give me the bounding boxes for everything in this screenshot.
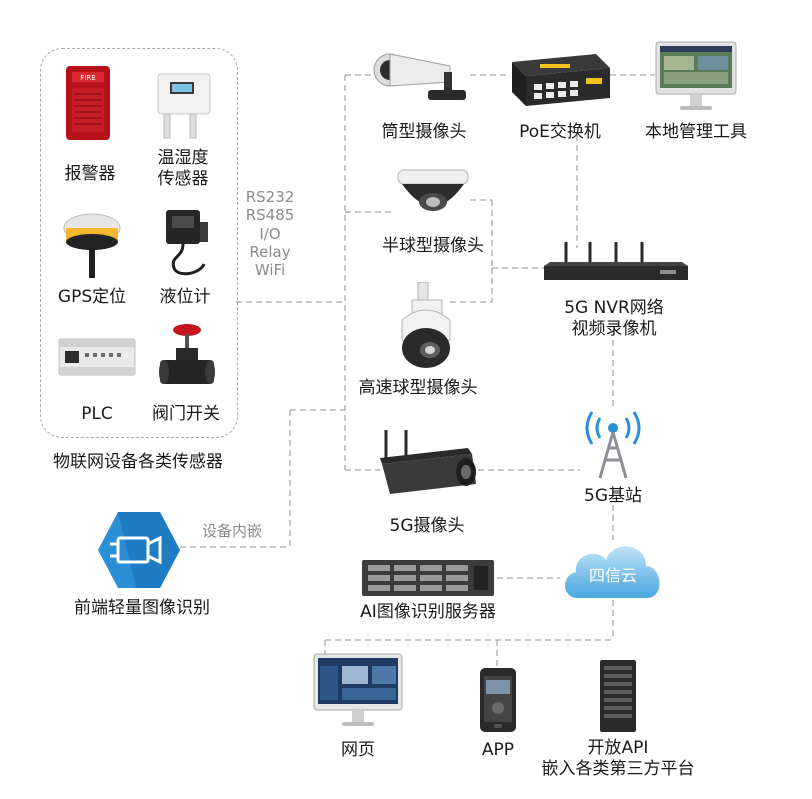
iot-group-title: 物联网设备各类传感器 xyxy=(53,452,223,472)
app-label: APP xyxy=(481,740,515,760)
poe-switch-label: PoE交换机 xyxy=(519,122,601,142)
nvr-label: 5G NVR网络 视频录像机 xyxy=(564,298,664,340)
ai-server-icon xyxy=(362,560,494,596)
gps-label: GPS定位 xyxy=(57,287,127,307)
speed-dome-camera-icon xyxy=(401,282,451,368)
edge-recognition-icon xyxy=(98,512,180,588)
valve-icon xyxy=(159,324,215,384)
protocol-rs232: RS232 xyxy=(245,188,295,206)
plc-label: PLC xyxy=(81,404,113,424)
dome-camera-label: 半球型摄像头 xyxy=(382,236,484,256)
nvr-recorder-icon xyxy=(544,242,688,280)
5g-base-station-label: 5G基站 xyxy=(584,486,642,506)
web-monitor-icon xyxy=(313,653,403,726)
embedded-text: 设备内嵌 xyxy=(201,522,262,540)
phone-app-icon xyxy=(480,668,516,732)
protocol-list: RS232 RS485 I/O Relay WiFi xyxy=(236,188,304,279)
5g-camera-label: 5G摄像头 xyxy=(389,516,465,536)
dome-camera-icon xyxy=(397,169,469,211)
level-meter-label: 液位计 xyxy=(159,287,211,307)
svg-text:FIRE: FIRE xyxy=(80,74,95,82)
protocol-relay: Relay xyxy=(249,242,291,261)
5g-camera-icon xyxy=(380,430,476,494)
alarm-icon: FIRE xyxy=(66,66,110,140)
ai-server-label: AI图像识别服务器 xyxy=(360,602,496,622)
5g-tower-icon xyxy=(585,411,641,479)
open-api-label: 开放API 嵌入各类第三方平台 xyxy=(541,738,695,780)
cloud-label: 四信云 xyxy=(588,566,637,585)
api-server-rack-icon xyxy=(600,660,636,732)
protocol-io: I/O xyxy=(259,224,281,243)
plc-icon xyxy=(58,338,136,376)
edge-recognition-label: 前端轻量图像识别 xyxy=(74,598,210,618)
temperature-humidity-sensor-icon xyxy=(157,73,211,139)
speed-dome-label: 高速球型摄像头 xyxy=(358,378,478,398)
alarm-label: 报警器 xyxy=(64,164,116,184)
cloud-icon xyxy=(564,546,660,598)
level-meter-icon xyxy=(166,210,208,276)
bullet-camera-label: 筒型摄像头 xyxy=(381,122,467,142)
iot-devices-group xyxy=(40,48,238,438)
poe-switch-icon xyxy=(512,54,610,106)
protocol-wifi: WiFi xyxy=(254,261,286,280)
local-management-monitor-icon xyxy=(655,41,737,110)
bullet-camera-icon xyxy=(373,53,466,100)
local-management-label: 本地管理工具 xyxy=(645,122,747,142)
temp-humidity-label: 温湿度 传感器 xyxy=(157,148,209,190)
web-label: 网页 xyxy=(341,740,375,760)
protocol-rs485: RS485 xyxy=(245,206,295,225)
gps-receiver-icon xyxy=(63,213,121,278)
valve-label: 阀门开关 xyxy=(152,404,220,424)
